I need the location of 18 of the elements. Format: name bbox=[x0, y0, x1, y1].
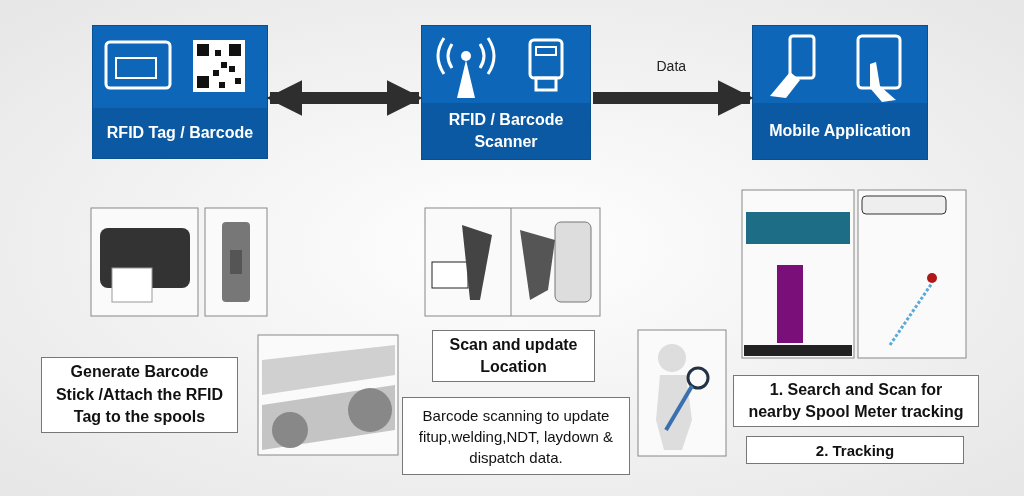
edge-label: Data bbox=[656, 58, 687, 74]
note-box bbox=[41, 357, 238, 433]
scanner-card bbox=[421, 25, 591, 160]
card-title: Mobile Application bbox=[753, 103, 927, 159]
note-text: Generate Barcode Stick /Attach the RFID Tag to the spools bbox=[54, 362, 225, 428]
note-box bbox=[432, 330, 595, 382]
note-text: 1. Search and Scan for nearby Spool Meter tracking bbox=[747, 379, 965, 422]
note-box bbox=[746, 436, 964, 464]
app-card bbox=[752, 25, 928, 160]
note-text: Scan and update Location bbox=[448, 334, 579, 377]
arrow bbox=[266, 80, 423, 116]
card-title: RFID / Barcode Scanner bbox=[422, 103, 590, 159]
arrow bbox=[593, 80, 754, 116]
note-text: 2. Tracking bbox=[815, 440, 895, 461]
card-title: RFID Tag / Barcode bbox=[93, 108, 267, 158]
note-text: Barcode scanning to update fitup,welding,NDT, laydown & dispatch data. bbox=[417, 405, 615, 468]
note-box bbox=[733, 375, 979, 427]
note-box bbox=[402, 397, 630, 475]
